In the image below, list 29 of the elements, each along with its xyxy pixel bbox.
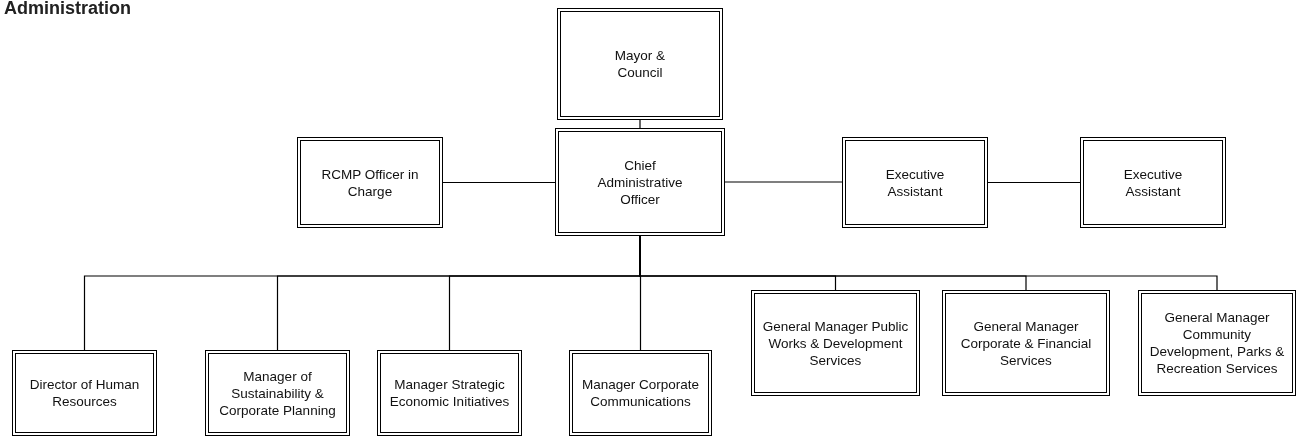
position-box	[1138, 290, 1296, 396]
position-box	[942, 290, 1110, 396]
connector-line	[442, 181, 556, 184]
position-box	[1080, 137, 1226, 228]
position-box	[205, 350, 350, 436]
position-box	[557, 8, 723, 120]
position-box	[842, 137, 988, 228]
position-title: Manager Corporate Communications	[580, 376, 701, 410]
position-title: Director of Human Resources	[28, 376, 141, 410]
position-title: Mayor & Council	[613, 47, 667, 81]
position-title: General Manager Public Works & Development Services	[761, 317, 910, 369]
diagram-title: Administration	[4, 0, 131, 19]
position-box	[751, 290, 920, 396]
position-box	[297, 137, 443, 228]
position-box	[569, 350, 712, 436]
connector-line	[724, 181, 843, 183]
position-box	[555, 128, 725, 236]
position-title: Executive Assistant	[884, 165, 946, 200]
position-title: Manager Strategic Economic Initiatives	[388, 376, 511, 410]
position-title: Chief Administrative Officer	[596, 156, 684, 208]
position-box	[377, 350, 522, 436]
position-box	[12, 350, 157, 436]
position-title: General Manager Corporate & Financial Services	[959, 317, 1093, 369]
position-title: RCMP Officer in Charge	[320, 165, 420, 200]
connector-line	[639, 119, 641, 129]
position-title: Manager of Sustainability & Corporate Planning	[218, 367, 337, 419]
position-title: Executive Assistant	[1122, 165, 1184, 200]
connector-line	[987, 181, 1081, 184]
position-title: General Manager Community Development, Parks & Recreation Services	[1148, 309, 1286, 377]
